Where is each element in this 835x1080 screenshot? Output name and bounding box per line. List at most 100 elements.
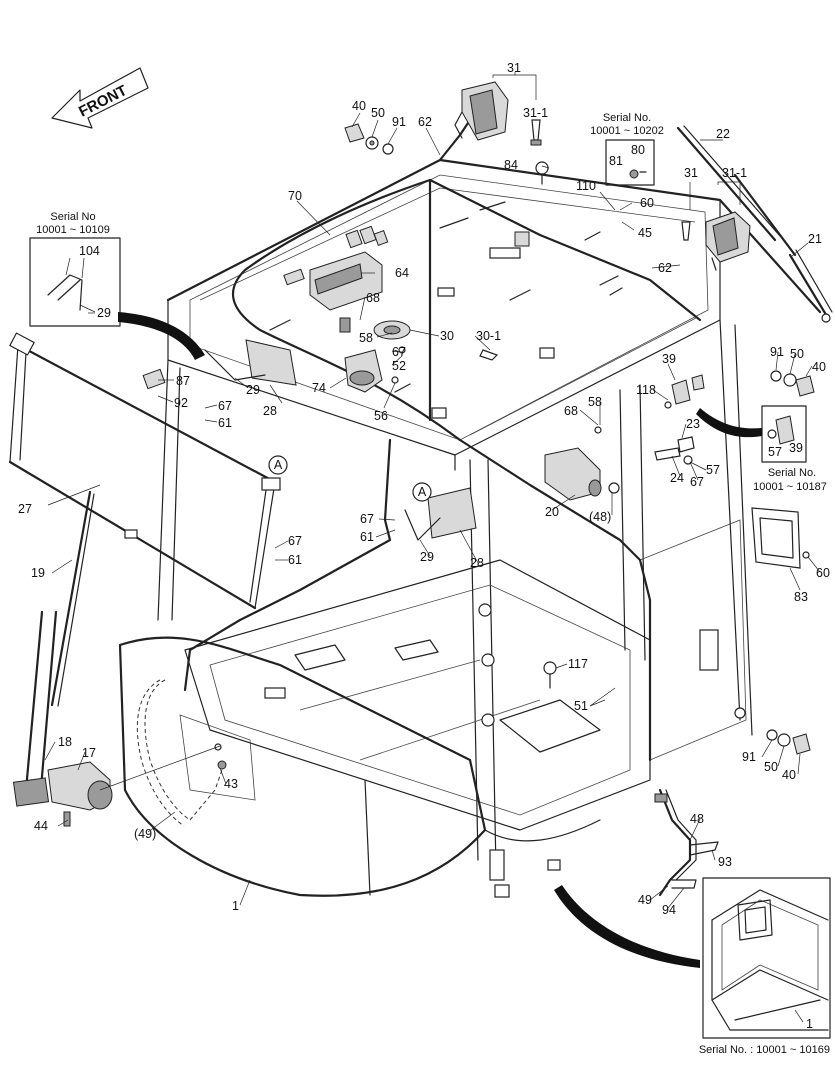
callout-67: 67 (392, 345, 406, 359)
callout-60-window: 60 (816, 566, 830, 580)
callout-80: 80 (631, 143, 645, 157)
callout-62-rear: 62 (658, 261, 672, 275)
callout-48: 48 (690, 812, 704, 826)
callout-67-rear: 67 (690, 475, 704, 489)
callout-44: 44 (34, 819, 48, 833)
callout-104: 104 (79, 244, 100, 258)
sun-visor: A (8, 332, 288, 610)
callout-48-paren: (48) (589, 510, 611, 524)
callout-28-mid: 28 (470, 556, 484, 570)
callout-45: 45 (638, 226, 652, 240)
inset-top-right: Serial No. 10001 ~ 10202 (590, 112, 664, 186)
cab-body (118, 319, 753, 898)
callout-49: 49 (638, 893, 652, 907)
callout-67-b: 67 (218, 399, 232, 413)
callout-19: 19 (31, 566, 45, 580)
callout-118: 118 (636, 383, 656, 397)
callout-31-1-rear: 31-1 (722, 166, 747, 180)
part-callouts: 31 31-1 40 50 91 62 84 80 81 22 31 31-1 … (18, 61, 830, 1031)
callout-49-paren: (49) (134, 827, 156, 841)
callout-1-inset: 1 (806, 1017, 813, 1031)
callout-39: 39 (662, 352, 676, 366)
ref-a-label-1: A (274, 458, 283, 472)
side-window (751, 507, 810, 569)
callout-61: 61 (218, 416, 232, 430)
rear-components (544, 374, 705, 501)
callout-52: 52 (392, 359, 406, 373)
callout-58: 58 (359, 331, 373, 345)
callout-93: 93 (718, 855, 732, 869)
ref-a-label-2: A (418, 485, 427, 499)
callout-74: 74 (312, 381, 326, 395)
callout-39-inset: 39 (789, 441, 803, 455)
callout-57: 57 (706, 463, 720, 477)
inset-bottom-right: Serial No. : 10001 ~ 10169 (554, 877, 831, 1056)
callout-29-mid: 29 (420, 550, 434, 564)
callout-28: 28 (263, 404, 277, 418)
callout-29: 29 (246, 383, 260, 397)
leader-lines (44, 112, 821, 1023)
callout-31-1: 31-1 (523, 106, 548, 120)
inset-tr-serial-2: 10001 ~ 10202 (590, 125, 664, 137)
callout-30: 30 (440, 329, 454, 343)
callout-30-1: 30-1 (476, 329, 501, 343)
callout-68: 68 (366, 291, 380, 305)
front-wiper (12, 490, 113, 827)
callout-91-low: 91 (742, 750, 756, 764)
callout-70: 70 (288, 189, 302, 203)
callout-50-right: 50 (790, 347, 804, 361)
callout-60: 60 (640, 196, 654, 210)
inset-br-serial: Serial No. : 10001 ~ 10169 (699, 1044, 830, 1056)
callout-51: 51 (574, 699, 588, 713)
callout-22: 22 (716, 127, 730, 141)
inset-top-left: Serial No 10001 ~ 10109 (29, 211, 205, 360)
callout-117: 117 (568, 657, 588, 671)
callout-62: 62 (418, 115, 432, 129)
callout-43: 43 (224, 777, 238, 791)
front-arrow: FRONT (51, 67, 149, 129)
callout-24: 24 (670, 471, 684, 485)
callout-83: 83 (794, 590, 808, 604)
inset-r-serial-1: Serial No. (768, 467, 816, 479)
dome-lamp (339, 317, 499, 393)
callout-91: 91 (392, 115, 406, 129)
callout-40-low: 40 (782, 768, 796, 782)
callout-31-rear: 31 (684, 166, 698, 180)
inset-r-serial-2: 10001 ~ 10187 (753, 481, 827, 493)
work-lamp-rear (681, 181, 751, 271)
roof-harness-70 (183, 118, 702, 762)
callout-50-low: 50 (764, 760, 778, 774)
callout-61-visor: 61 (288, 553, 302, 567)
dashed-harness-49 (136, 679, 223, 827)
callout-87: 87 (176, 374, 190, 388)
callout-40: 40 (352, 99, 366, 113)
callout-68-rear: 68 (564, 404, 578, 418)
callout-40-right: 40 (812, 360, 826, 374)
callout-1: 1 (232, 899, 239, 913)
mirrors: A (142, 339, 477, 541)
callout-84: 84 (504, 158, 518, 172)
callout-67-mid: 67 (360, 512, 374, 526)
radio-unit (283, 225, 389, 311)
callout-23: 23 (686, 417, 700, 431)
callout-94: 94 (662, 903, 676, 917)
work-lamp-front (454, 72, 542, 146)
callout-67-visor: 67 (288, 534, 302, 548)
callout-21: 21 (808, 232, 822, 246)
callout-17: 17 (82, 746, 96, 760)
callout-81: 81 (609, 154, 623, 168)
mirror-mount-parts (214, 123, 815, 770)
callout-18: 18 (58, 735, 72, 749)
callout-27: 27 (18, 502, 32, 516)
inset-tl-serial-2: 10001 ~ 10109 (36, 224, 110, 236)
inset-tr-serial-1: Serial No. (603, 112, 651, 124)
callout-92: 92 (174, 396, 188, 410)
callout-50: 50 (371, 106, 385, 120)
callout-31: 31 (507, 61, 521, 75)
rear-harness (654, 788, 719, 897)
callout-110: 110 (576, 179, 596, 193)
callout-57-inset: 57 (768, 445, 782, 459)
callout-64: 64 (395, 266, 409, 280)
callout-29-inset: 29 (97, 306, 111, 320)
